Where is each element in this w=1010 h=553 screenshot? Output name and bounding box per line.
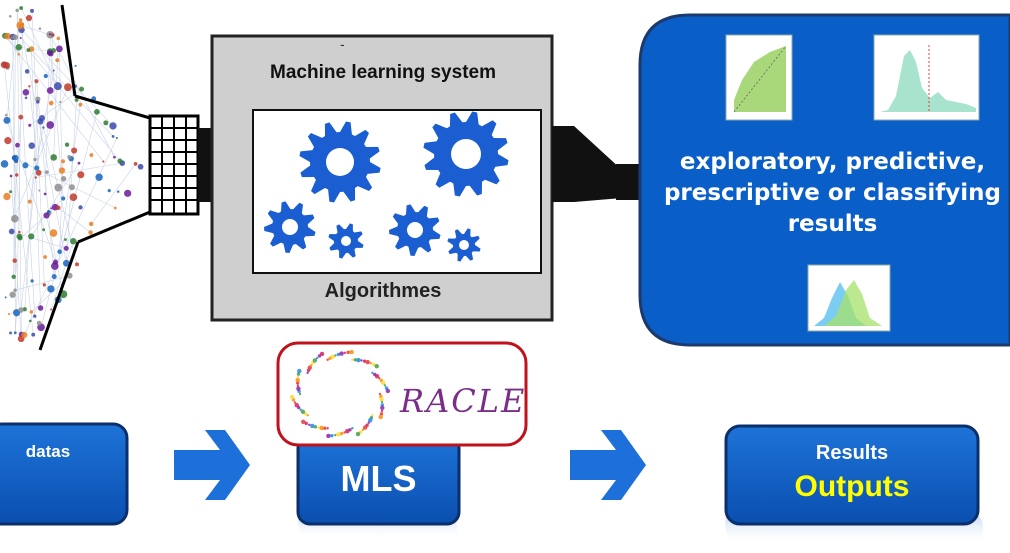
data-funnel	[0, 4, 212, 351]
funnel-top-edge	[60, 4, 77, 97]
funnel-bottom-edge	[38, 241, 80, 351]
mls-label: MLS	[340, 458, 417, 499]
arrow-right-1	[174, 430, 250, 500]
roc-curve-thumbnail	[725, 34, 793, 121]
mls-bottom-box	[296, 434, 461, 540]
funnel-bottom-edge-2	[77, 210, 151, 244]
oracle-logo	[276, 341, 528, 447]
mls-title: Machine learning system	[270, 62, 496, 83]
distribution-thumbnail	[807, 264, 891, 332]
results-description: exploratory, predictive, prescriptive or…	[663, 149, 1002, 237]
funnel-neck	[148, 114, 200, 216]
funnel-connector	[198, 128, 212, 202]
results-box	[724, 424, 984, 545]
network-graph	[0, 6, 144, 343]
density-plot-thumbnail	[873, 34, 980, 121]
funnel-top-edge-2	[74, 94, 151, 120]
outputs-label: Outputs	[794, 470, 910, 503]
title-dash: -	[340, 36, 345, 52]
bottom-notch	[326, 538, 348, 553]
output-connector	[552, 126, 646, 202]
gears-illustration	[264, 111, 509, 262]
arrow-right-2	[570, 430, 646, 500]
oracle-logo-text: RACLE	[400, 382, 527, 420]
algorithms-label: Algorithmes	[324, 280, 442, 302]
datas-box	[0, 422, 129, 530]
results-label: Results	[815, 442, 889, 464]
datas-label: datas	[25, 442, 71, 461]
